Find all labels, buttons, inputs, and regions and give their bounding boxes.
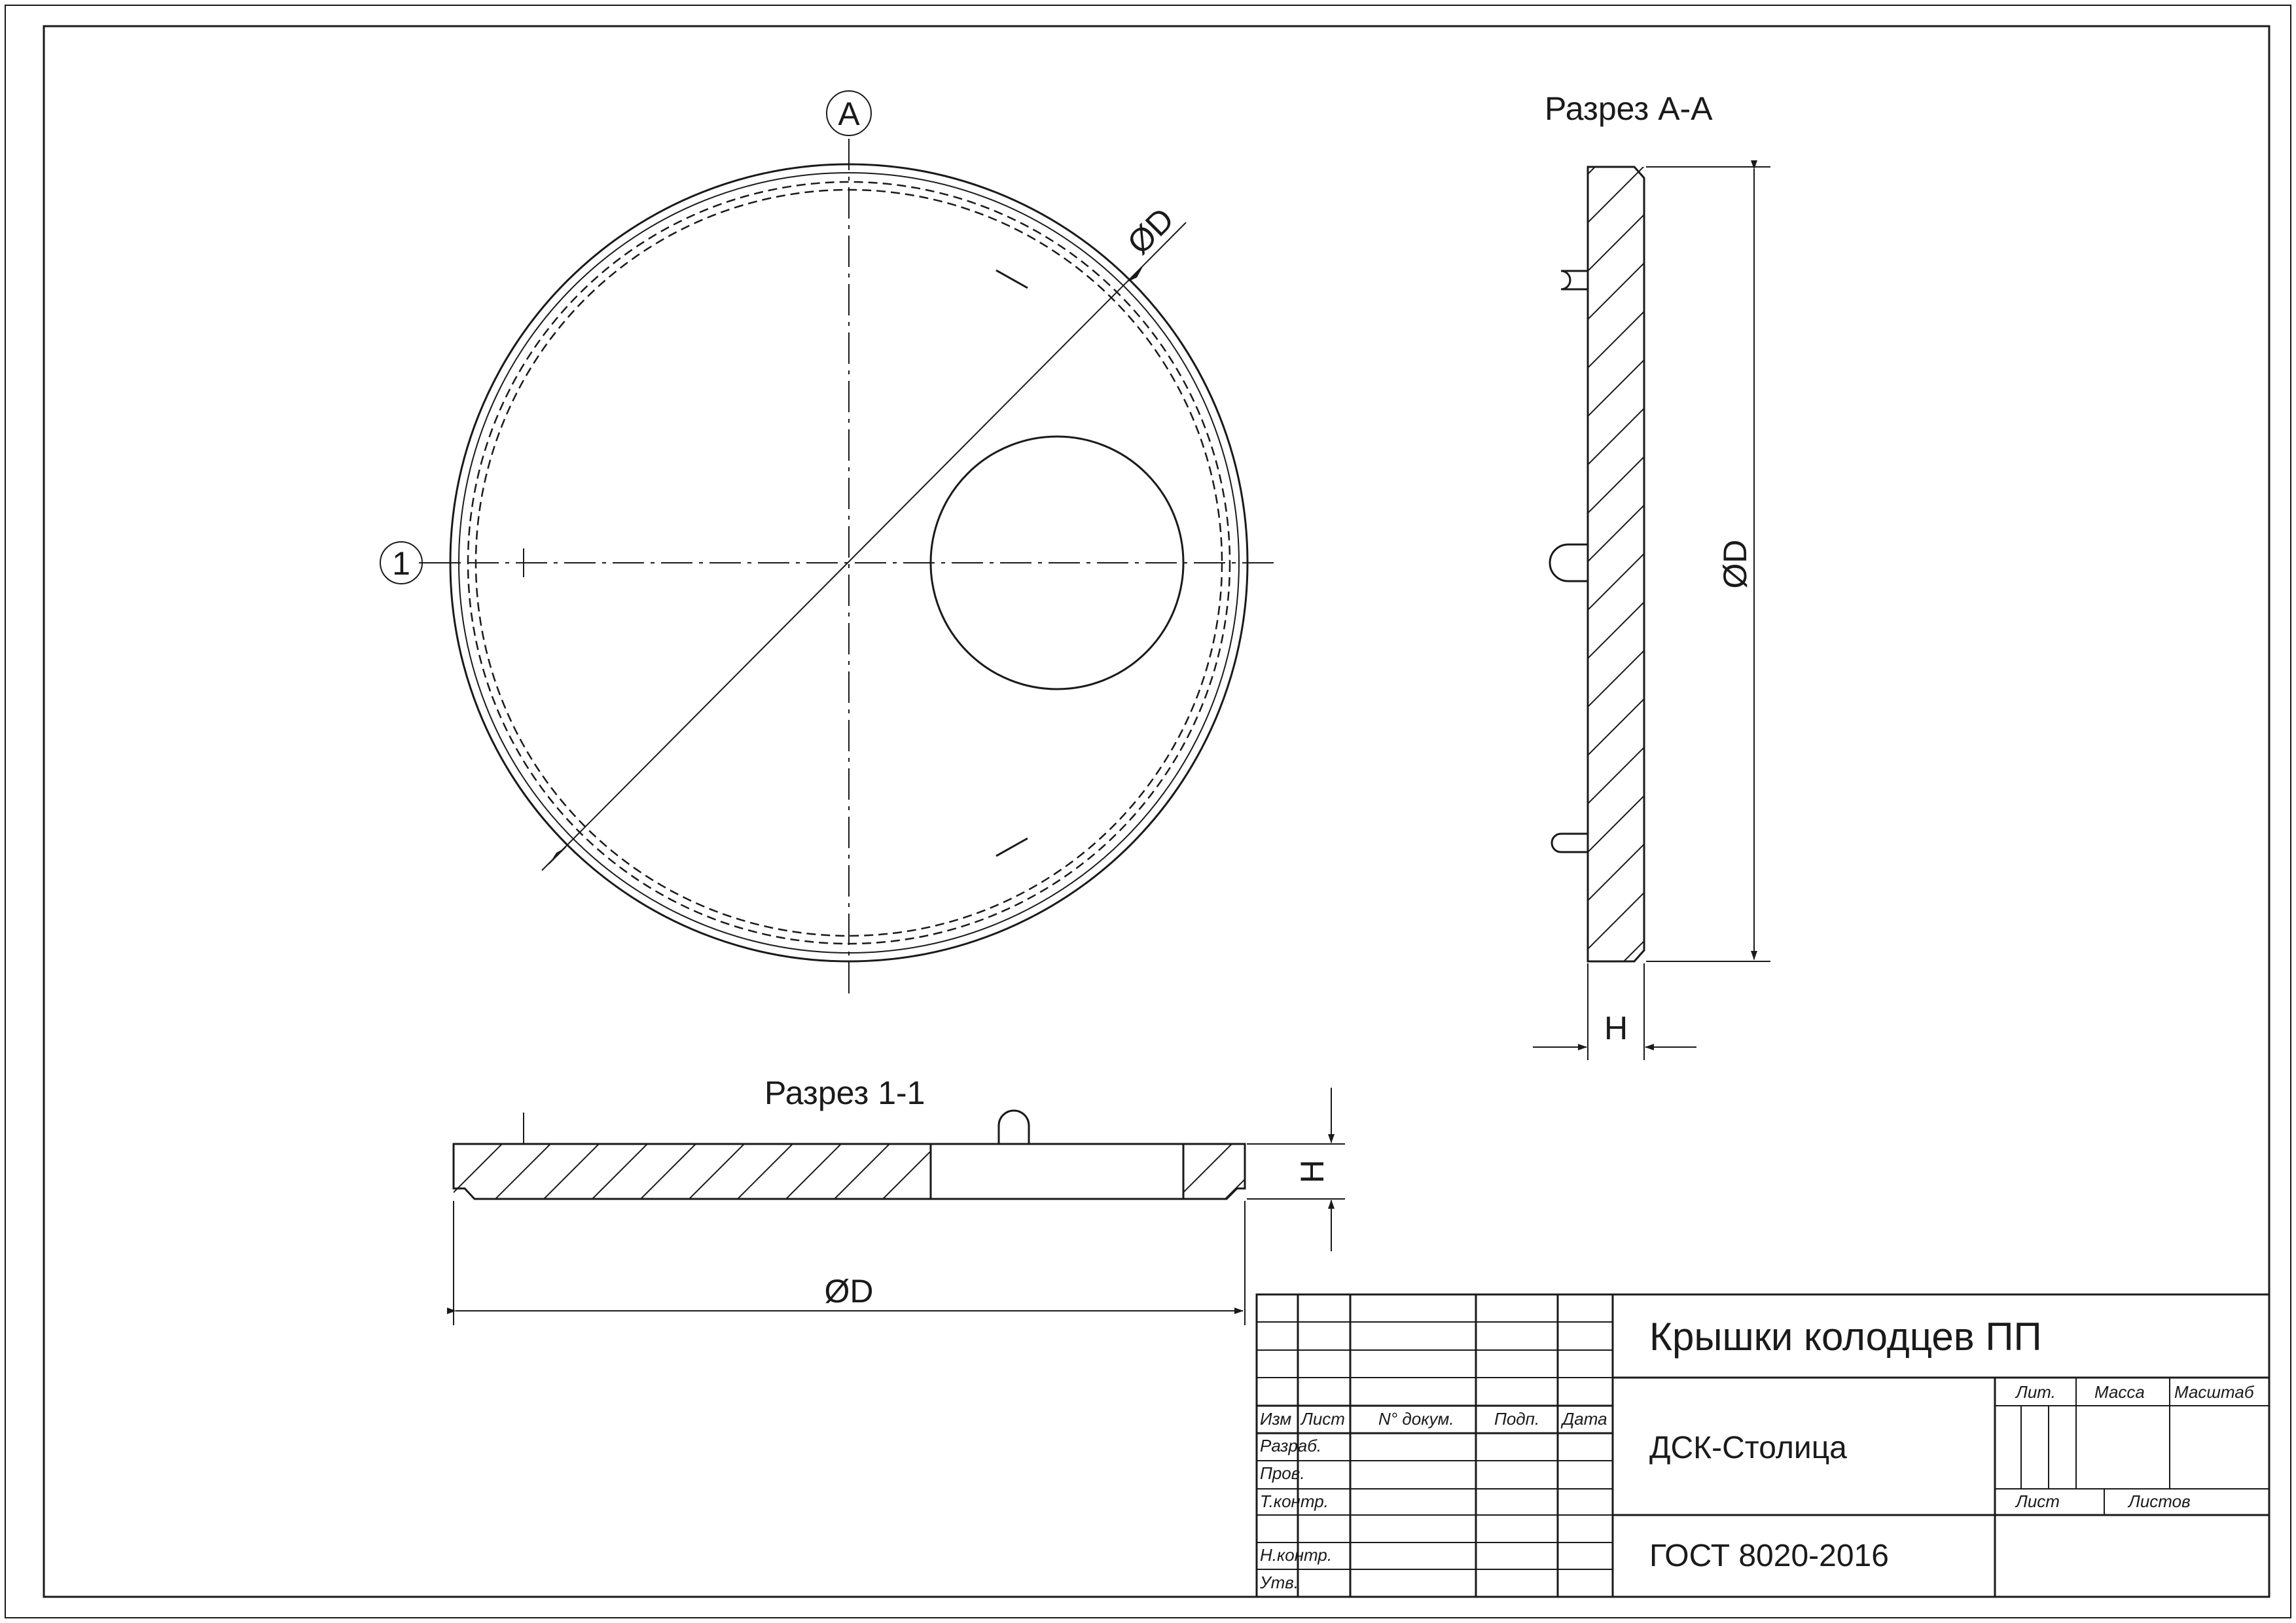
- outer-border: [5, 5, 2291, 1618]
- tb-col-list: Лист: [1300, 1409, 1345, 1429]
- hatch-line: [1588, 795, 1644, 853]
- tb-standard: ГОСТ 8020-2016: [1649, 1539, 1889, 1573]
- hatch-line: [1588, 844, 1644, 901]
- section-11-opening: [929, 1143, 1185, 1200]
- tb-row-prov: Пров.: [1260, 1463, 1305, 1483]
- section-11: Разрез 1-1 ØD H: [399, 1075, 1345, 1325]
- tb-col-izm: Изм: [1260, 1409, 1291, 1429]
- section-11-lug: [997, 1109, 1030, 1144]
- hatch-line: [1588, 650, 1644, 707]
- section-11-hatch-left: [399, 1144, 1035, 1199]
- drawing-frame: [43, 25, 2270, 1598]
- hatch-line: [785, 1144, 842, 1199]
- hatch-line: [1588, 456, 1644, 514]
- hatch-line: [980, 1144, 1035, 1199]
- hatch-line: [1588, 359, 1644, 417]
- marker-a-label: A: [838, 96, 860, 132]
- hatch-line: [1622, 940, 1644, 962]
- tb-organization: ДСК-Столица: [1649, 1431, 1847, 1465]
- tb-row-razrab: Разраб.: [1260, 1436, 1321, 1455]
- hatch-line: [882, 1149, 931, 1199]
- tb-title: Крышки колодцев ПП: [1649, 1315, 2042, 1359]
- section-11-outline-left: [452, 1143, 932, 1200]
- section-aa: Разрез А-А ØD H: [1533, 90, 1770, 1060]
- diameter-arrowhead-top: [1126, 264, 1144, 283]
- hatch-line: [689, 1144, 745, 1199]
- tb-col-sign: Подп.: [1494, 1409, 1539, 1429]
- hatch-line: [1588, 214, 1644, 272]
- tb-masshtab: Масштаб: [2174, 1382, 2255, 1402]
- hatch-line: [399, 1144, 454, 1199]
- section-aa-lug-mid: [1549, 543, 1588, 582]
- tb-row-nkontr: Н.контр.: [1260, 1545, 1332, 1565]
- marker-1-label: 1: [392, 545, 410, 582]
- tb-row-tkontr: Т.контр.: [1260, 1491, 1329, 1511]
- tb-list: Лист: [2015, 1491, 2060, 1511]
- diameter-dimension-line: [541, 222, 1187, 871]
- hatch-line: [592, 1144, 648, 1199]
- tb-listov: Листов: [2127, 1491, 2191, 1511]
- section-11-outline-right: [1182, 1143, 1246, 1200]
- hatch-line: [543, 1144, 600, 1199]
- section-11-hatch-right: [1183, 1144, 1245, 1199]
- hatch-line: [1588, 167, 1644, 223]
- section-aa-lug-top: [1560, 270, 1588, 291]
- diameter-label-plan: ØD: [1121, 201, 1181, 262]
- hatch-line: [1588, 553, 1644, 611]
- marker-1-circle: [380, 541, 423, 584]
- section-aa-title: Разрез А-А: [1545, 90, 1713, 127]
- hatch-line: [640, 1144, 696, 1199]
- hatch-line: [1588, 747, 1644, 804]
- hatch-line: [1225, 1178, 1245, 1199]
- hatch-line: [1588, 601, 1644, 659]
- section-11-height-label: H: [1294, 1160, 1331, 1183]
- diameter-arrowhead-bottom: [548, 847, 567, 865]
- hatch-line: [1183, 1144, 1184, 1145]
- hatch-line: [834, 1144, 890, 1199]
- tb-lit: Лит.: [2015, 1382, 2056, 1402]
- title-block-frame: [1255, 1293, 2270, 1598]
- section-aa-outline: [1587, 166, 1645, 963]
- hatch-line: [1588, 505, 1644, 562]
- section-11-diameter-label: ØD: [825, 1273, 874, 1310]
- plan-view: ØD A 1: [380, 90, 1280, 995]
- section-aa-hatch: [1588, 167, 1644, 962]
- tb-col-doc: N° докум.: [1378, 1409, 1454, 1429]
- tb-massa: Масса: [2094, 1382, 2145, 1402]
- section-aa-lug-bottom: [1551, 832, 1588, 853]
- title-block: Изм Лист N° докум. Подп. Дата Разраб. Пр…: [1255, 1293, 2270, 1598]
- hatch-line: [737, 1144, 793, 1199]
- tb-col-date: Дата: [1560, 1409, 1607, 1429]
- handle-mark-bottom: [996, 837, 1028, 857]
- section-aa-diameter-label: ØD: [1717, 540, 1753, 589]
- hatch-line: [1588, 698, 1644, 756]
- hatch-line: [454, 1144, 503, 1194]
- hatch-line: [1588, 892, 1644, 950]
- marker-a-circle: [826, 90, 872, 136]
- handle-mark-top: [996, 269, 1028, 289]
- hatch-line: [1183, 1144, 1232, 1194]
- hatch-line: [1588, 262, 1644, 320]
- hatch-line: [1588, 408, 1644, 465]
- section-11-title: Разрез 1-1: [764, 1075, 925, 1111]
- hatch-line: [1588, 311, 1644, 368]
- section-aa-height-label: H: [1604, 1010, 1628, 1046]
- tb-row-utv: Утв.: [1259, 1573, 1299, 1592]
- hatch-line: [495, 1144, 551, 1199]
- hatch-line: [931, 1144, 986, 1199]
